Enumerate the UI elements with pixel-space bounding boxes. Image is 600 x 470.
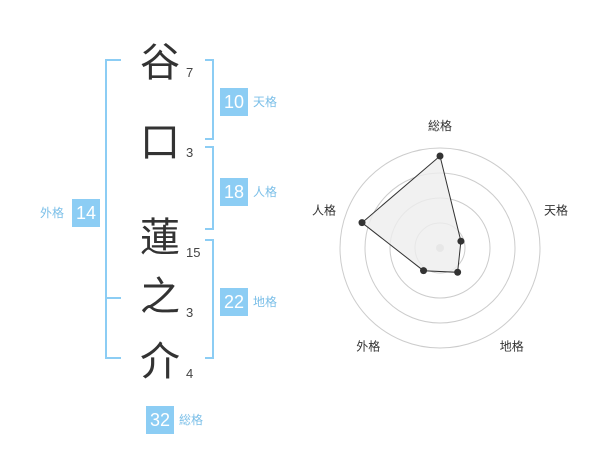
radar-axis-label-4: 外格	[356, 339, 380, 354]
stroke-count-3: 15	[186, 245, 201, 260]
jinkaku-bracket	[205, 146, 214, 230]
tenkaku-label: 天格	[253, 95, 278, 109]
radar-polygon	[361, 155, 462, 273]
soukaku-label: 総格	[179, 413, 204, 427]
radar-ring	[339, 147, 541, 349]
radar-point-1	[436, 152, 444, 160]
chikaku-value-badge: 22	[220, 288, 248, 316]
stroke-count-4: 3	[186, 305, 194, 320]
radar-axis-label-2: 天格	[544, 202, 568, 217]
stroke-count-2: 3	[186, 145, 194, 160]
radar-point-3	[454, 268, 462, 276]
radar-point-4	[420, 267, 428, 275]
gaikaku-label: 外格	[40, 206, 65, 220]
stroke-count-1: 7	[186, 65, 194, 80]
radar-axis-label-5: 人格	[312, 202, 336, 217]
radar-point-2	[457, 237, 465, 245]
radar-polygon-group	[358, 152, 465, 276]
radar-axis-label-3: 地格	[500, 339, 524, 354]
name-char-4: 之	[140, 274, 180, 320]
chikaku-label: 地格	[253, 295, 278, 309]
jinkaku-value-badge: 18	[220, 178, 248, 206]
soukaku-value-badge: 32	[146, 406, 174, 434]
radar-point-5	[358, 219, 366, 227]
radar-axis-label-1: 総格	[428, 118, 452, 133]
name-char-3: 蓮	[140, 215, 180, 261]
gaikaku-value-badge: 14	[72, 199, 100, 227]
name-char-2: 口	[140, 120, 180, 166]
name-char-5: 介	[140, 339, 180, 385]
tenkaku-bracket	[205, 59, 214, 140]
gaikaku-bracket	[105, 59, 121, 359]
stroke-count-5: 4	[186, 366, 194, 381]
chikaku-bracket	[205, 239, 214, 359]
jinkaku-label: 人格	[253, 185, 278, 199]
tenkaku-value-badge: 10	[220, 88, 248, 116]
name-char-1: 谷	[140, 40, 180, 86]
